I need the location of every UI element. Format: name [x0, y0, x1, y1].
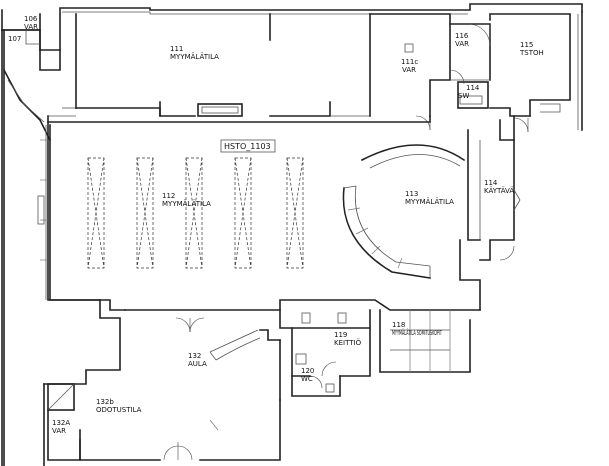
- room-name: MYYMÄLÄTILA: [162, 199, 211, 208]
- room-labels: 106 VAR 107 111 MYYMÄLÄTILA 111c VAR 116…: [8, 15, 544, 435]
- room-label-132: 132 AULA: [188, 352, 207, 368]
- room-label-112: 112 MYYMÄLÄTILA: [162, 192, 211, 208]
- plan-tag-text: HSTO_1103: [224, 142, 271, 151]
- rack-3: [185, 157, 203, 269]
- room-132b-walls: [43, 383, 281, 466]
- room-label-114-kaytava: 114 KÄYTÄVÄ: [484, 179, 514, 195]
- room-111-walls: [48, 13, 371, 117]
- rack-4: [234, 157, 252, 269]
- room-number: 111c: [401, 58, 418, 66]
- corridor-114-walls: [47, 115, 529, 261]
- room-label-107: 107: [8, 35, 21, 43]
- room-label-116: 116 VAR: [455, 32, 469, 48]
- rack-2: [136, 157, 154, 269]
- room-number: 112: [162, 192, 175, 200]
- room-number: 107: [8, 35, 21, 43]
- room-number: 115: [520, 41, 533, 49]
- curved-counter: [342, 144, 466, 279]
- room-number: 118: [392, 321, 405, 329]
- room-label-120: 120 WC: [301, 367, 314, 383]
- room-name: WC: [301, 375, 313, 383]
- room-name: VAR: [455, 40, 469, 48]
- room-111c-walls: [369, 13, 571, 131]
- room-label-111: 111 MYYMÄLÄTILA: [170, 45, 219, 61]
- room-number: 114: [484, 179, 498, 187]
- room-number: 116: [455, 32, 469, 40]
- room-number: 132b: [96, 398, 114, 406]
- rack-1: [87, 157, 105, 269]
- room-number: 114: [466, 84, 480, 92]
- room-number: 119: [334, 331, 347, 339]
- room-label-132a: 132A VAR: [52, 419, 70, 435]
- room-label-118: 118 MYYMÄLÄTILA SOMITUSKOPIT: [392, 321, 442, 337]
- room-106-walls: [1, 13, 61, 71]
- room-label-115: 115 TSTOH: [519, 41, 544, 57]
- room-label-113: 113 MYYMÄLÄTILA: [405, 190, 454, 206]
- room-120-walls: [279, 339, 341, 401]
- room-118-walls: [379, 309, 471, 373]
- room-label-132b: 132b ODOTUSTILA: [96, 398, 142, 414]
- room-name: TSTOH: [519, 49, 544, 57]
- room-name: MYYMÄLÄTILA SOMITUSKOPIT: [392, 328, 442, 337]
- room-label-114-sw: 114 SW: [458, 84, 480, 100]
- plan-tag: HSTO_1103: [220, 139, 276, 153]
- room-132-walls: [43, 299, 281, 385]
- room-name: AULA: [188, 360, 207, 368]
- sales-floor-walls: [37, 121, 481, 311]
- room-label-111c: 111c VAR: [401, 58, 418, 74]
- room-label-119: 119 KEITTIÖ: [334, 331, 362, 347]
- room-name: MYYMÄLÄTILA: [405, 197, 454, 206]
- room-name: KEITTIÖ: [334, 338, 362, 347]
- display-racks: [87, 157, 304, 269]
- room-number: 132: [188, 352, 201, 360]
- room-number: 111: [170, 45, 183, 53]
- rack-5: [286, 157, 304, 269]
- room-name: SW: [458, 92, 469, 100]
- room-number: 106: [24, 15, 38, 23]
- room-name: KÄYTÄVÄ: [484, 186, 514, 195]
- room-name: ODOTUSTILA: [96, 406, 142, 414]
- room-name: VAR: [52, 427, 66, 435]
- room-name: VAR: [24, 23, 38, 31]
- room-label-106: 106 VAR: [24, 15, 38, 31]
- room-119-walls: [279, 309, 371, 377]
- room-name: VAR: [402, 66, 416, 74]
- room-number: 113: [405, 190, 418, 198]
- room-number: 120: [301, 367, 314, 375]
- room-number: 132A: [52, 419, 70, 427]
- room-name: MYYMÄLÄTILA: [170, 52, 219, 61]
